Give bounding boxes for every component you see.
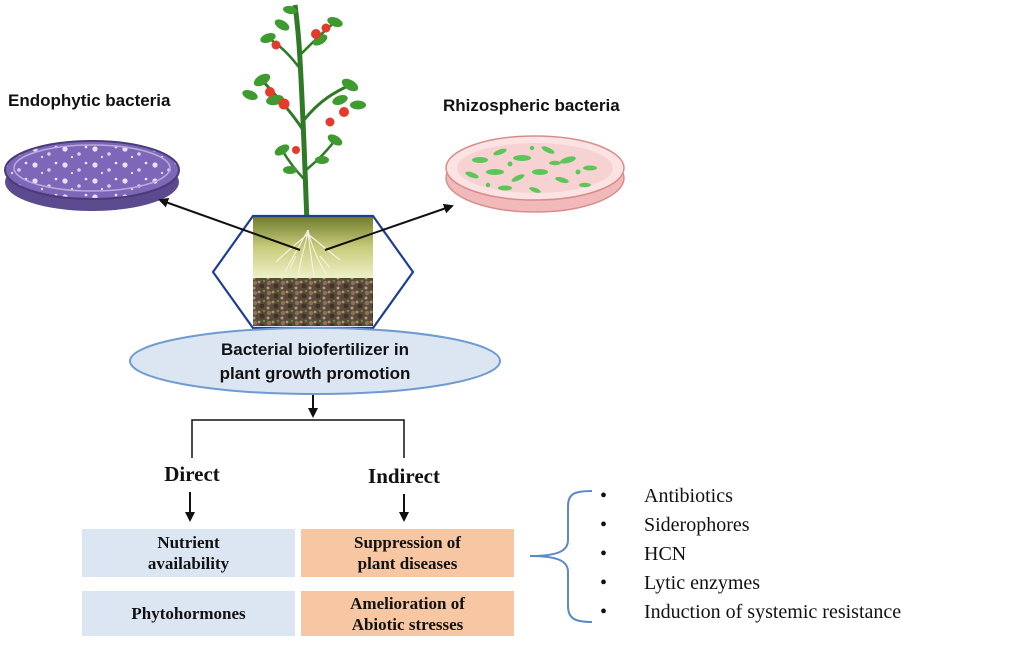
arrow-to-endophytic — [158, 197, 301, 251]
suppression-box: Suppression of plant diseases — [301, 529, 514, 577]
mechanisms-list: Antibiotics Siderophores HCN Lytic enzym… — [598, 482, 901, 627]
rhizospheric-petri-dish-icon — [445, 135, 625, 213]
phytohormones-text: Phytohormones — [131, 604, 246, 623]
tomato-plant-icon — [242, 4, 366, 251]
endophytic-petri-dish-icon — [4, 140, 180, 211]
indirect-label: Indirect — [368, 464, 440, 488]
suppression-line1: Suppression of — [354, 533, 461, 552]
mechanism-item: Siderophores — [598, 511, 901, 540]
central-title-line2: plant growth promotion — [219, 364, 411, 383]
amelioration-line1: Amelioration of — [350, 593, 465, 613]
nutrient-line2: availability — [147, 554, 230, 573]
phytohormones-box: Phytohormones — [82, 591, 295, 636]
nutrient-line1: Nutrient — [157, 533, 220, 552]
rhizospheric-label: Rhizospheric bacteria — [443, 96, 620, 115]
amelioration-line2: Abiotic stresses — [351, 614, 464, 634]
mechanism-item: Antibiotics — [598, 482, 901, 511]
central-title: Bacterial biofertilizer in plant growth … — [150, 338, 480, 386]
mechanism-item: Lytic enzymes — [598, 569, 901, 598]
direct-label: Direct — [164, 462, 220, 486]
arrow-to-rhizospheric — [324, 203, 454, 251]
suppression-line2: plant diseases — [357, 554, 458, 573]
soil-hexagon — [211, 214, 415, 330]
mechanism-item: Induction of systemic resistance — [598, 598, 901, 627]
central-ellipse — [129, 327, 501, 395]
branch-bracket — [191, 419, 405, 458]
mechanism-item: HCN — [598, 540, 901, 569]
mechanisms-brace — [529, 490, 593, 623]
endophytic-label: Endophytic bacteria — [8, 91, 171, 110]
nutrient-availability-box: Nutrient availability — [82, 529, 295, 577]
amelioration-box: Amelioration of Abiotic stresses — [301, 591, 514, 636]
central-title-line1: Bacterial biofertilizer in — [221, 340, 409, 359]
